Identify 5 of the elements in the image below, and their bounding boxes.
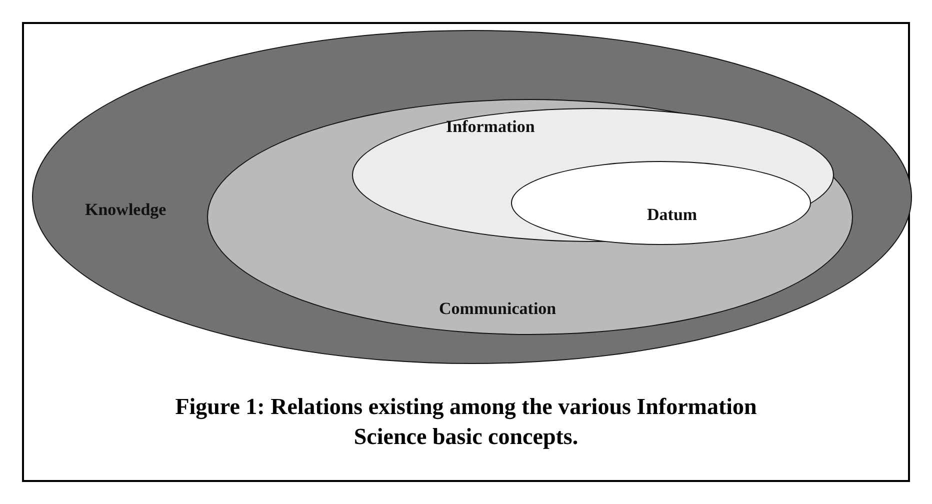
figure-caption: Figure 1: Relations existing among the various Information Science basic concepts. [174, 393, 758, 451]
inner-label: Datum [647, 205, 698, 225]
outer-label: Knowledge [85, 200, 166, 220]
region-label: Communication [439, 299, 556, 319]
region-label: Information [446, 117, 535, 137]
